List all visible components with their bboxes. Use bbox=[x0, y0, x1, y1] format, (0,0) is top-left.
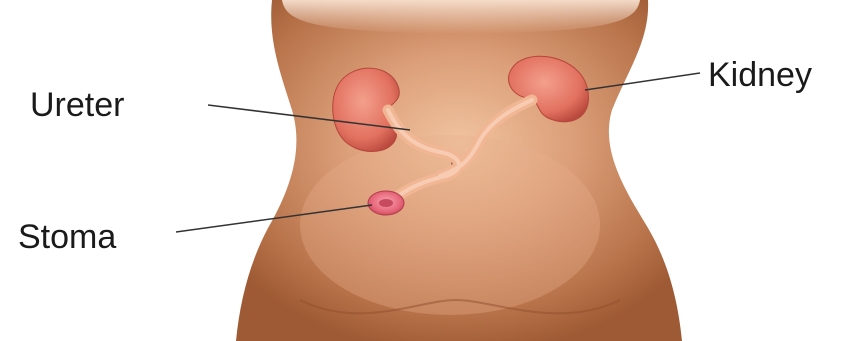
ureter-label: Ureter bbox=[30, 88, 124, 122]
kidney-label: Kidney bbox=[708, 58, 812, 92]
stoma-label: Stoma bbox=[18, 220, 116, 254]
